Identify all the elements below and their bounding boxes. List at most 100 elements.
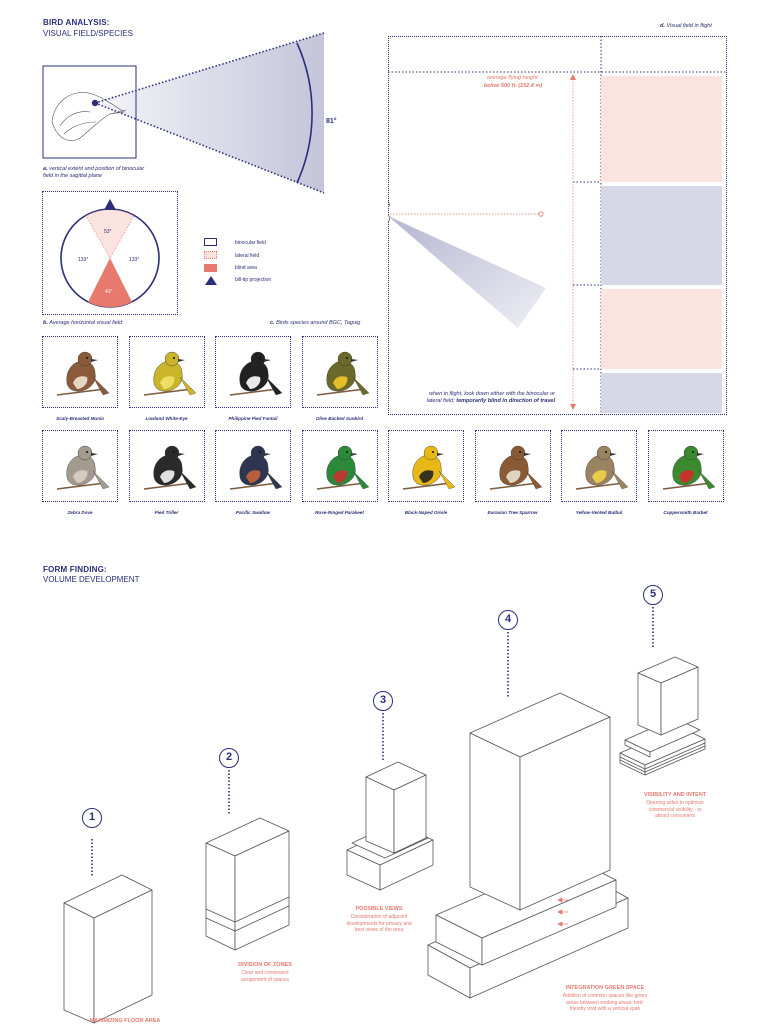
step-desc-4-line-1: Addition of common spaces like green (562, 993, 648, 999)
step-title-2: DIVISION OF ZONES (238, 962, 292, 968)
step-badge-2: 2 (219, 748, 239, 768)
step-title-5: VISIBILITY AND INTENT (643, 792, 707, 798)
bird-name-label: Pacific Swallow (235, 510, 271, 515)
legend-label-blind: blind area (235, 265, 257, 271)
bird-card (561, 430, 637, 502)
step-desc-2-line-1: Clear and convenient (241, 970, 289, 976)
step-badge-4: 4 (498, 610, 518, 630)
volume-step-5 (619, 656, 706, 776)
legend-triangle-icon (205, 276, 217, 285)
blind-wedge (88, 258, 132, 308)
section-subtitle-volume: VOLUME DEVELOPMENT (43, 575, 140, 584)
flight-blind-note: when in flight, look down either with th… (395, 391, 555, 405)
step-desc-5-line-3: attract consumers (655, 813, 695, 819)
step-desc-3-line-2: developments for privacy and (346, 920, 412, 927)
step-desc-4-line-2: areas between working areas; bird- (565, 999, 645, 1006)
step-title-4: INTEGRATION GREEN SPACE (565, 985, 645, 991)
bird-name-label: Lowland White-Eye (145, 416, 188, 421)
step-badge-3: 3 (373, 691, 393, 711)
oriole-icon (402, 445, 456, 490)
bird-name-label: Yellow-Vented Bulbul (575, 510, 623, 515)
legend-swatch-binocular (204, 238, 217, 246)
bird-name-label: Black-Naped Oriole (404, 510, 448, 515)
flight-blind-note-1: when in flight, look down either with th… (429, 391, 555, 397)
horizontal-bottom-label: 41° (105, 289, 113, 295)
flight-height-note-1: average flying height: (486, 75, 540, 81)
horizontal-caption-text: Average horizontal visual field (49, 320, 123, 326)
step-desc-3-line-3: best views of the area (354, 927, 404, 933)
flight-caption: d. Visual field in flight (660, 23, 712, 30)
bird-card (301, 430, 378, 502)
bird-name-label: Eurasian Tree Sparrow (487, 510, 538, 515)
volume-step-4 (427, 692, 629, 999)
flight-blind-note-3: temporarily blind in direction of travel (456, 398, 555, 404)
bird-card (647, 430, 724, 502)
flight-cone (388, 216, 546, 328)
bird-card (215, 430, 291, 502)
fantail-icon (229, 351, 283, 396)
bird-card (388, 430, 464, 502)
flight-band-binocular-2 (601, 373, 722, 413)
volume-step-1 (63, 874, 153, 1024)
flight-band-lateral-2 (601, 289, 722, 369)
volume-diagram (63, 607, 706, 1024)
bird-name-label: Pied Triller (154, 510, 179, 515)
step-desc-2-line-2: assignment of spaces (240, 976, 290, 983)
sagittal-caption-text: vertical extent and position of binocula… (43, 166, 145, 179)
sagittal-caption: a. vertical extent and position of binoc… (43, 166, 153, 180)
horizontal-caption: b. Average horizontal visual field (43, 320, 122, 327)
white-eye-icon (143, 351, 196, 396)
swallow-icon (229, 445, 283, 490)
bird-name-label: Coppersmith Barbet (663, 510, 708, 515)
step-title-3: POSSIBLE VIEWS (355, 906, 403, 912)
step-badge-5: 5 (643, 585, 663, 605)
bird-card (42, 430, 118, 502)
section-subtitle-visual-field: VISUAL FIELD/SPECIES (43, 29, 133, 38)
step-desc-5-line-1: Opening sides to optimize (646, 800, 704, 806)
step-desc-3: Consideration of adjacent developments f… (314, 914, 444, 934)
step-desc-5: Opening sides to optimize commercial vis… (610, 800, 740, 820)
flight-caption-prefix: d. (660, 23, 665, 29)
section-title-form-finding: FORM FINDING: (43, 565, 107, 574)
sparrow-icon (489, 445, 542, 490)
horizontal-field-frame (42, 191, 178, 315)
barbet-icon (662, 445, 715, 490)
bird-name-label: Philippine Pied Fantail (228, 416, 278, 421)
sagittal-caption-prefix: a. (43, 166, 48, 172)
horizontal-top-label: 53° (104, 229, 112, 235)
volume-step-3 (346, 761, 434, 891)
parakeet-icon (316, 445, 369, 490)
bird-card (215, 336, 291, 408)
horizontal-left-label: 133° (78, 257, 89, 263)
step-desc-5-line-2: commercial visibility - to (648, 806, 702, 813)
legend-label-bill-tip: bill-tip projection (235, 277, 272, 283)
bird-card (128, 430, 205, 502)
bird-card (474, 430, 551, 502)
species-caption: c. Birds species around BGC, Taguig (270, 320, 360, 327)
flying-bird-icon (388, 200, 391, 223)
legend-label-lateral: lateral field (235, 253, 260, 259)
flight-blind-note-2: lateral field; (426, 398, 455, 404)
bird-card (301, 336, 378, 408)
bird-name-label: Rose-Ringed Parakeet (315, 510, 364, 515)
flight-diagram (388, 36, 727, 415)
section-title-bird-analysis: BIRD ANALYSIS: (43, 18, 110, 27)
bulbul-icon (575, 445, 629, 490)
step-desc-4: Addition of common spaces like green are… (535, 993, 675, 1013)
sunbird-icon (316, 351, 369, 396)
step-desc-2: Clear and convenient assignment of space… (200, 970, 330, 983)
munia-icon (56, 351, 110, 396)
dove-icon (56, 445, 110, 490)
legend-label-binocular: binocular field (235, 240, 266, 246)
sagittal-angle-label: 81° (326, 118, 337, 125)
bird-name-label: Scaly-Breasted Munia (56, 416, 104, 421)
step-badge-1: 1 (82, 808, 102, 828)
flight-caption-text: Visual field in flight (666, 23, 712, 29)
binocular-cone (95, 33, 324, 193)
step-desc-3-line-1: Consideration of adjacent (350, 914, 408, 920)
bird-card (42, 336, 118, 408)
bill-tip-icon (104, 199, 116, 210)
triller-icon (143, 445, 196, 490)
bird-name-label: Zebra Dove (67, 510, 93, 515)
flight-band-binocular-1 (601, 186, 722, 285)
